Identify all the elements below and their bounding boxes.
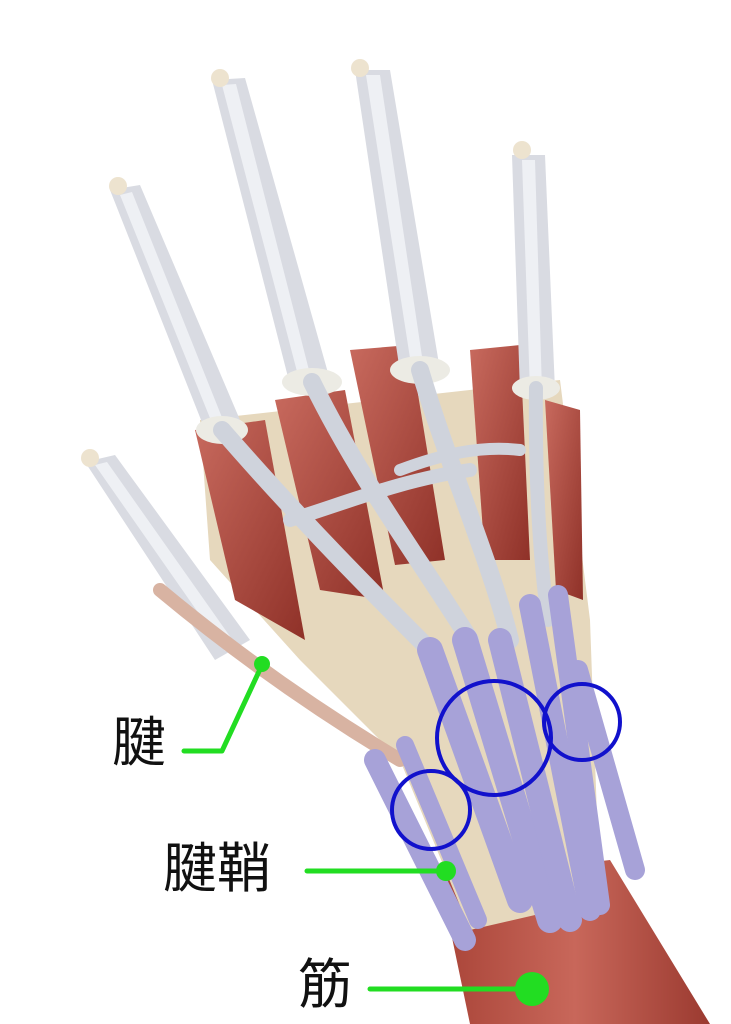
- highlight-circle-center: [435, 679, 553, 797]
- lumbrical-muscle-5: [545, 400, 583, 600]
- label-muscle: 筋: [298, 953, 352, 1016]
- leader-lines: [181, 662, 535, 992]
- extensor-tendons: [213, 361, 555, 659]
- finger-ring: [351, 59, 440, 372]
- finger-little: [512, 141, 555, 392]
- highlight-circle-left: [390, 769, 472, 851]
- leader-dot-sheath: [436, 861, 456, 881]
- lumbrical-muscle-2: [275, 390, 385, 600]
- highlight-circle-right: [542, 682, 622, 762]
- lumbrical-muscle-3: [350, 345, 445, 565]
- label-tendon: 腱: [112, 711, 166, 774]
- leader-dot-tendon: [254, 656, 270, 672]
- thumb: [81, 449, 250, 660]
- label-tendon-sheath: 腱鞘: [163, 837, 271, 900]
- finger-middle: [211, 69, 330, 385]
- lumbrical-muscle-1: [195, 420, 305, 640]
- highlight-circles: [390, 679, 622, 851]
- finger-index: [109, 177, 240, 430]
- leader-dot-muscle: [515, 972, 549, 1006]
- leader-line-tendon: [181, 662, 265, 754]
